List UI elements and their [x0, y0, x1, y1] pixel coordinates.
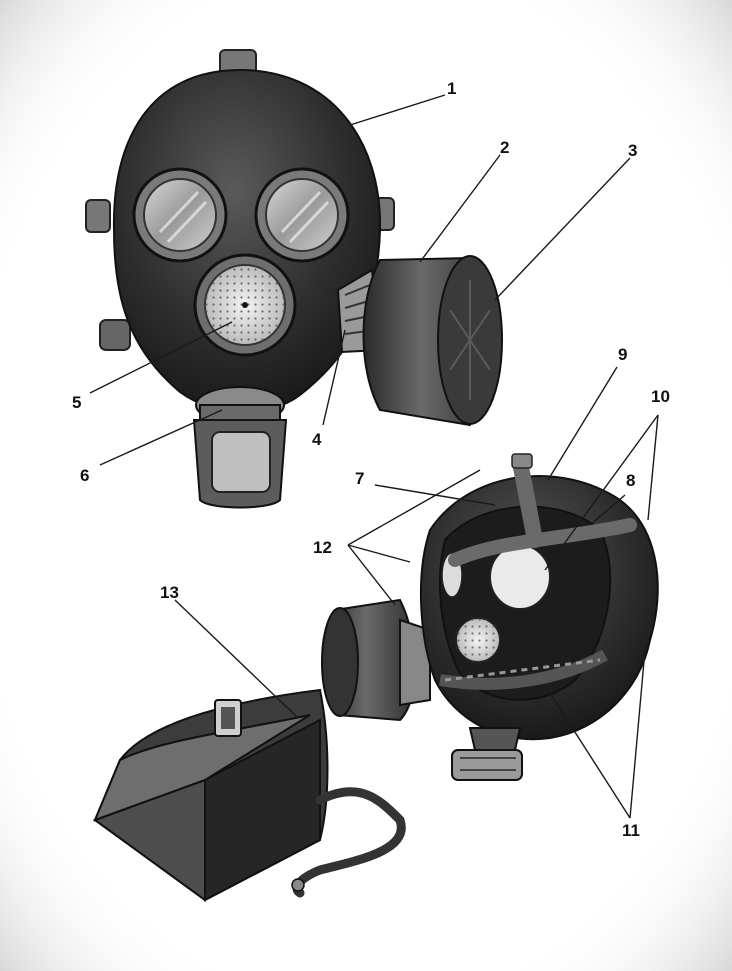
callout-6: 6	[80, 466, 89, 485]
rear-filter-canister	[321, 598, 431, 722]
callout-4: 4	[312, 430, 322, 449]
rear-neck-connector	[451, 727, 523, 781]
leader-3	[494, 157, 631, 301]
leader-1	[349, 94, 446, 126]
valve-box	[193, 253, 297, 357]
callout-1: 1	[447, 79, 456, 98]
callout-7: 7	[355, 469, 364, 488]
callout-12: 12	[313, 538, 332, 557]
front-mask	[85, 49, 503, 509]
leader-10b	[647, 414, 659, 521]
filter-canister	[362, 255, 503, 427]
callout-11: 11	[622, 821, 640, 840]
callout-9: 9	[618, 345, 627, 364]
callout-8: 8	[626, 471, 635, 490]
carry-bag	[92, 688, 406, 902]
left-strap-buckle	[85, 199, 111, 233]
callout-3: 3	[628, 141, 637, 160]
leader-12c	[347, 544, 396, 606]
rear-eye-window	[489, 544, 551, 610]
callout-5: 5	[72, 393, 81, 412]
callout-2: 2	[500, 138, 509, 157]
leader-9	[547, 366, 618, 481]
callout-10: 10	[651, 387, 670, 406]
lower-strap-buckle	[99, 319, 131, 351]
right-eyepiece	[254, 167, 350, 263]
leader-12b	[347, 544, 411, 563]
left-eyepiece	[132, 167, 228, 263]
callout-13: 13	[160, 583, 179, 602]
rear-mask	[321, 453, 659, 781]
leader-2	[419, 154, 501, 263]
exhalation-valve	[192, 386, 288, 509]
